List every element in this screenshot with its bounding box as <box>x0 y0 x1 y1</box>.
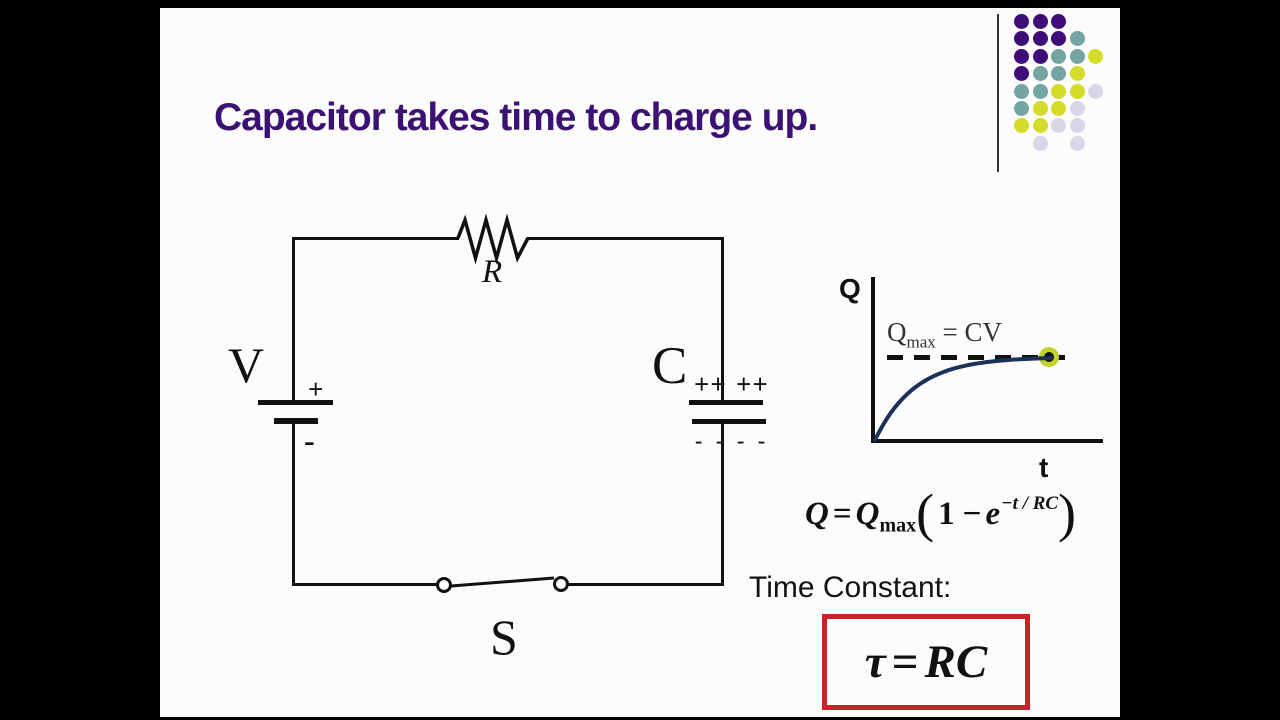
battery-plus-sign: + <box>308 374 324 404</box>
eq-rparen: ) <box>1058 483 1077 543</box>
dots-decoration <box>1014 14 1114 164</box>
tau-equals: = <box>891 636 919 688</box>
battery-plate-long <box>258 400 333 405</box>
decorative-dot <box>1014 101 1029 116</box>
decorative-dot <box>1014 66 1029 82</box>
decorative-dot <box>1032 118 1048 134</box>
eq-Q: Q <box>805 496 829 532</box>
wire-left-lower <box>292 424 295 586</box>
decorative-dot <box>1014 118 1029 134</box>
curve-endpoint-dot <box>1044 352 1054 362</box>
battery-voltage-label: V <box>228 337 265 393</box>
switch-blade <box>450 576 555 588</box>
decorative-dot <box>1032 48 1048 64</box>
switch-label: S <box>490 609 518 665</box>
switch-contact-left <box>436 577 452 593</box>
decorative-dot <box>1069 31 1085 47</box>
decorative-dot <box>1032 14 1048 29</box>
eq-exponent: −t / RC <box>1001 493 1059 514</box>
capacitor-negative-charges-left: - - <box>695 428 728 453</box>
graph-y-axis-label: Q <box>839 273 861 304</box>
battery-minus-sign: - <box>304 422 315 458</box>
time-constant-label: Time Constant: <box>749 571 952 604</box>
decorative-dot <box>1051 118 1066 134</box>
tau-symbol: τ <box>864 636 886 688</box>
decorative-dot <box>1032 135 1048 151</box>
decorative-dot <box>1088 83 1103 99</box>
capacitor-positive-charges-left: ++ <box>694 369 727 399</box>
decorative-dot <box>1051 83 1066 99</box>
tau-formula: τ=RC <box>865 635 987 689</box>
graph-y-axis <box>871 277 875 443</box>
decorative-dot <box>1069 118 1085 134</box>
decorative-dot <box>1069 135 1085 151</box>
wire-right-lower <box>721 424 724 586</box>
eq-equals: = <box>832 496 852 532</box>
resistor-zigzag <box>456 213 530 265</box>
decorative-dot <box>1069 101 1085 116</box>
graph-x-axis-label: t <box>1039 452 1049 483</box>
battery-plate-short <box>274 418 318 424</box>
eq-one: 1 <box>938 496 955 532</box>
slide: Capacitor takes time to charge up. V + -… <box>160 8 1120 717</box>
eq-lparen: ( <box>916 483 935 543</box>
capacitor-plate-top <box>689 400 763 405</box>
wire-bottom-right <box>567 583 723 586</box>
decorative-dot <box>1014 31 1029 47</box>
charge-equation: Q=Qmax(1−e−t / RC) <box>805 482 1076 544</box>
eq-Qmax: Q <box>855 496 880 532</box>
charging-curve <box>873 356 1053 442</box>
eq-e: e <box>985 496 1001 532</box>
eq-Qmax-sub: max <box>879 514 917 537</box>
qmax-subscript: max <box>906 332 936 352</box>
decorative-dot <box>1032 83 1048 99</box>
capacitor-positive-charges-right: ++ <box>736 369 769 399</box>
qmax-asymptote-label: Qmax = CV <box>887 317 1002 352</box>
decorative-dot <box>1051 31 1066 47</box>
decorative-separator-line <box>997 14 999 172</box>
resistor-label: R <box>482 254 503 290</box>
switch-contact-right <box>553 576 569 592</box>
decorative-dot <box>1014 83 1029 99</box>
capacitor-negative-charges-right: - - <box>737 428 770 453</box>
decorative-dot <box>1069 48 1085 64</box>
slide-title: Capacitor takes time to charge up. <box>214 96 818 139</box>
capacitor-label: C <box>652 337 688 395</box>
decorative-dot <box>1051 66 1066 82</box>
decorative-dot <box>1069 66 1085 82</box>
wire-top-left <box>293 237 459 240</box>
tau-rc: RC <box>924 636 988 688</box>
decorative-dot <box>1032 31 1048 47</box>
decorative-dot <box>1051 48 1066 64</box>
wire-bottom-left <box>292 583 438 586</box>
decorative-dot <box>1051 14 1066 29</box>
qmax-rest: = CV <box>942 317 1003 347</box>
decorative-dot <box>1069 83 1085 99</box>
wire-right-upper <box>721 237 724 400</box>
wire-top-right <box>527 237 723 240</box>
decorative-dot <box>1014 48 1029 64</box>
wire-left-upper <box>292 237 295 400</box>
decorative-dot <box>1032 101 1048 116</box>
decorative-dot <box>1051 101 1066 116</box>
time-constant-box: τ=RC <box>822 614 1030 710</box>
decorative-dot <box>1014 14 1029 29</box>
qmax-base: Q <box>887 317 907 347</box>
eq-minus: − <box>962 496 982 532</box>
graph-x-axis <box>871 439 1103 443</box>
decorative-dot <box>1032 66 1048 82</box>
decorative-dot <box>1088 48 1103 64</box>
capacitor-plate-bottom <box>692 419 766 424</box>
